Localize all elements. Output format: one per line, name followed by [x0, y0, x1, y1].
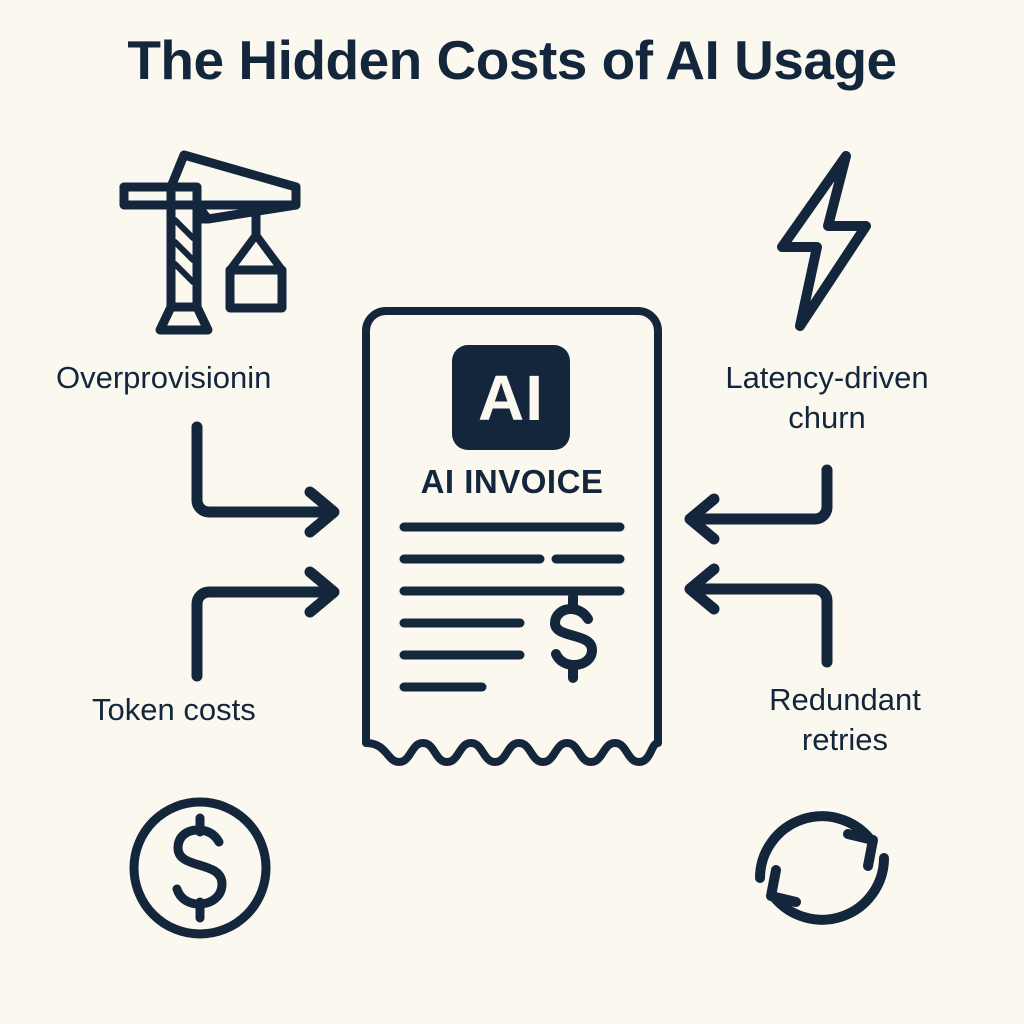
- label-overprovisioning: Overprovisionin: [56, 360, 272, 395]
- invoice-content: AI AI INVOICE: [360, 305, 664, 780]
- arrow-overprovisioning: [191, 421, 340, 538]
- ai-badge-label: AI: [478, 361, 544, 434]
- lightning-bolt-icon: [770, 146, 895, 336]
- arrow-token-costs: [191, 566, 340, 682]
- label-token-costs: Token costs: [92, 692, 256, 727]
- arrow-redundant-retries: [684, 563, 833, 668]
- dollar-circle-icon: [122, 790, 282, 950]
- invoice-heading: AI INVOICE: [420, 463, 604, 500]
- ai-invoice-graphic: AI AI INVOICE: [360, 305, 664, 780]
- retry-circle-icon: [742, 790, 902, 945]
- label-latency-driven-churn: Latency-driven churn: [725, 360, 929, 435]
- crane-icon: [108, 142, 318, 342]
- invoice-dollar-sign: [550, 592, 597, 683]
- invoice-outline: [362, 307, 662, 766]
- ai-badge: AI: [452, 345, 570, 450]
- arrow-latency-churn: [684, 464, 833, 545]
- label-redundant-retries: Redundant retries: [769, 682, 921, 757]
- page-title: The Hidden Costs of AI Usage: [127, 29, 897, 91]
